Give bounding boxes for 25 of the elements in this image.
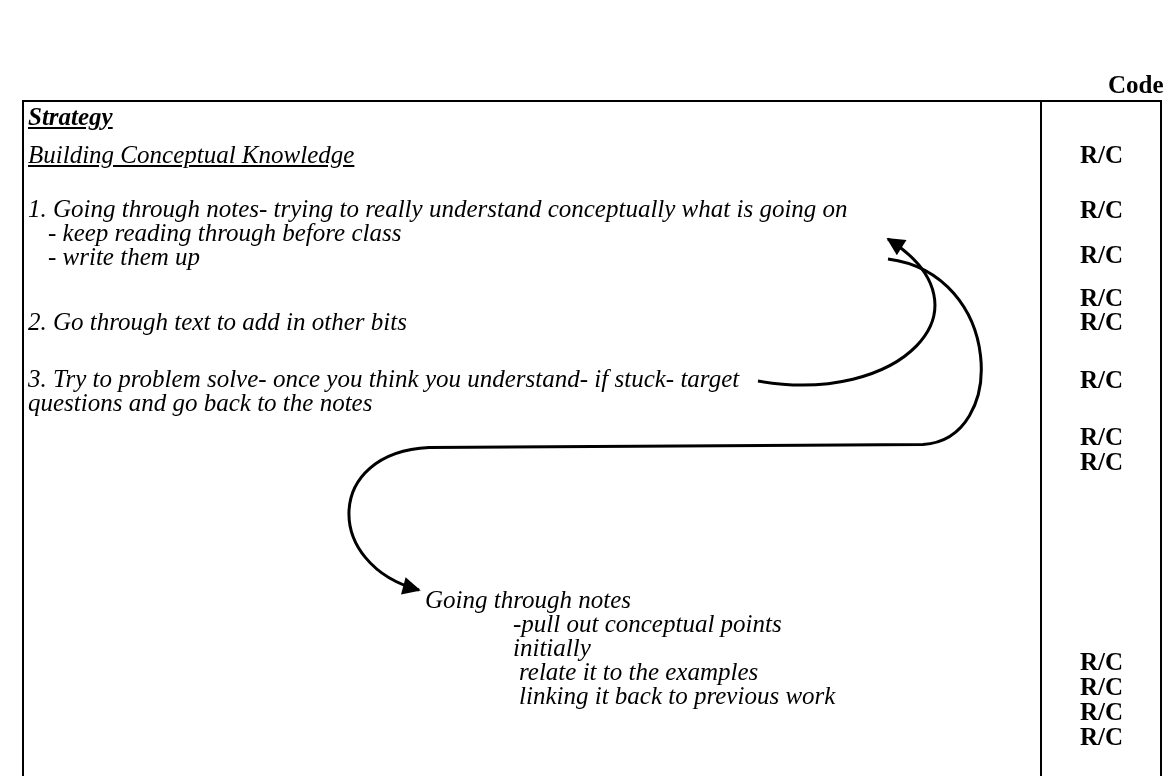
- code-text: R/C: [1080, 309, 1124, 334]
- section-heading: Building Conceptual Knowledge: [28, 142, 355, 167]
- list-text: - write them up: [47, 245, 201, 269]
- curved-arrow: [347, 257, 983, 593]
- list-item: 2. Go through text to add in other bits: [28, 309, 407, 334]
- code-text: R/C: [1080, 142, 1124, 167]
- heading: Strategy: [28, 104, 113, 129]
- column-heading: Code: [1108, 72, 1164, 97]
- code-text: R/C: [1080, 699, 1124, 724]
- list-text: 3. Try to problem solve- once you think you understand- if stuck- target questions and go back to the notes: [28, 367, 741, 415]
- list-text: linking it back to previous work: [518, 684, 837, 708]
- list-text: 1. Going through notes- trying to really understand conceptually what is going on: [28, 197, 849, 221]
- curved-arrow: [757, 237, 936, 387]
- code-text: R/C: [1080, 674, 1124, 699]
- code-text: R/C: [1080, 242, 1124, 267]
- code-text: R/C: [1080, 424, 1124, 449]
- code-text: R/C: [1080, 649, 1124, 674]
- code-text: R/C: [1080, 449, 1124, 474]
- code-text: R/C: [1080, 724, 1124, 749]
- list-text: Going through notes: [425, 588, 633, 612]
- code-text: R/C: [1080, 367, 1124, 392]
- list-text: - keep reading through before class: [47, 221, 402, 245]
- code-text: R/C: [1080, 197, 1124, 222]
- list-text: relate it to the examples: [519, 660, 760, 684]
- code-text: R/C: [1080, 285, 1124, 310]
